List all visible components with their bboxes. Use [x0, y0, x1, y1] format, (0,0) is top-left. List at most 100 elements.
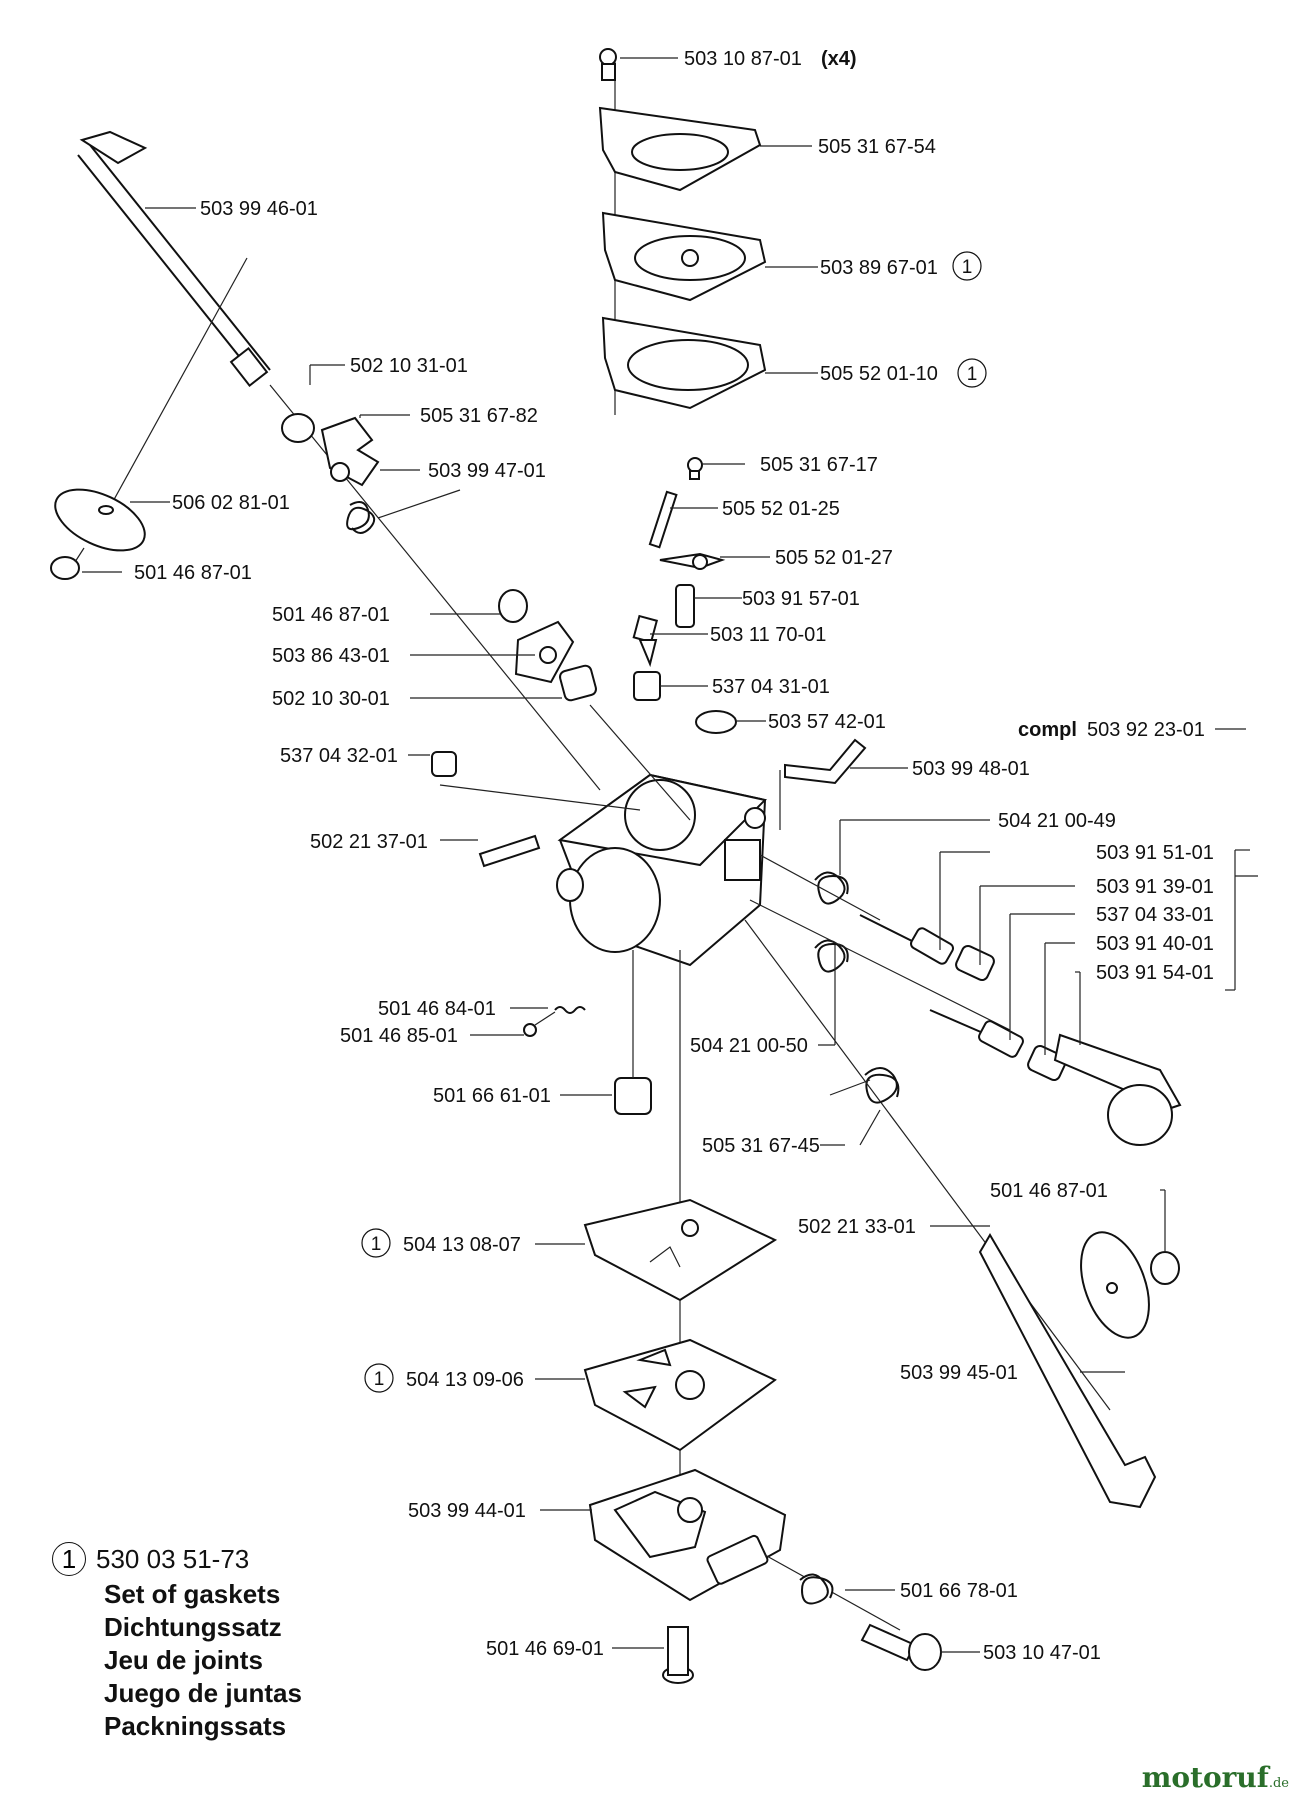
legend-name-de: Dichtungssatz	[104, 1612, 282, 1642]
label-5031087: 503 10 87-01	[684, 48, 802, 70]
small-ball-spring	[523, 1006, 586, 1037]
label-5031170: 503 11 70-01	[710, 624, 826, 646]
pivot-bracket	[514, 620, 575, 684]
bushing-left	[281, 413, 315, 443]
fuel-fitting	[779, 738, 867, 830]
pivot-screw	[498, 589, 528, 623]
label-5370433: 537 04 33-01	[1096, 904, 1214, 926]
label-5016661: 501 66 61-01	[433, 1085, 551, 1107]
label-5055201-27: 505 52 01-27	[775, 547, 893, 569]
legend-names: Set of gaskets Dichtungssatz Jeu de join…	[104, 1578, 302, 1743]
label-5039945: 503 99 45-01	[900, 1362, 1018, 1384]
pump-gasket-plate	[601, 316, 767, 410]
pump-cover-plate	[598, 106, 762, 192]
label-5039139: 503 91 39-01	[1096, 876, 1214, 898]
adjust-spring-lower	[814, 939, 849, 973]
label-quantity-x4: (x4)	[821, 48, 857, 70]
label-5039151: 503 91 51-01	[1096, 842, 1214, 864]
label-5042100-50: 504 21 00-50	[690, 1035, 808, 1057]
pin	[648, 490, 678, 549]
label-5053167-45: 505 31 67-45	[702, 1135, 820, 1157]
needle-seat	[633, 671, 661, 701]
label-5041309: 504 13 09-06	[406, 1369, 524, 1391]
screw-small-left	[50, 547, 85, 580]
legend-name-es: Juego de juntas	[104, 1678, 302, 1708]
limiter-cap-upper	[955, 945, 995, 981]
gasket-marker-num: 1	[962, 257, 973, 278]
brand-name: motoruf	[1141, 1761, 1269, 1794]
legend-header: 1 530 03 51-73	[52, 1542, 302, 1576]
label-5053167-54: 505 31 67-54	[818, 136, 936, 158]
needle-valve	[632, 614, 659, 668]
throttle-shaft	[77, 130, 271, 387]
plug	[431, 751, 457, 777]
metering-cover	[588, 1468, 787, 1602]
label-5039944: 503 99 44-01	[408, 1500, 526, 1522]
label-5022133: 502 21 33-01	[798, 1216, 916, 1238]
label-5038967: 503 89 67-01	[820, 257, 938, 279]
metering-gasket	[583, 1338, 777, 1452]
metering-diaphragm	[583, 1198, 778, 1302]
label-5014685: 501 46 85-01	[340, 1025, 458, 1047]
gasket-marker-num: 1	[371, 1234, 382, 1255]
label-5053167-17: 505 31 67-17	[760, 454, 878, 476]
washer	[695, 710, 737, 734]
label-5053167-82: 505 31 67-82	[420, 405, 538, 427]
label-5016678: 501 66 78-01	[900, 1580, 1018, 1602]
choke-shaft	[978, 1233, 1157, 1509]
label-5370431: 537 04 31-01	[712, 676, 830, 698]
label-5039948: 503 99 48-01	[912, 758, 1030, 780]
label-5039140: 503 91 40-01	[1096, 933, 1214, 955]
filter-screen	[614, 950, 652, 1115]
idle-screw	[860, 1623, 942, 1671]
throttle-lever	[320, 416, 380, 487]
leader-lines	[82, 57, 1258, 1653]
label-compl: compl	[1018, 719, 1077, 741]
gasket-marker-circle	[364, 1363, 394, 1393]
label-5014684: 501 46 84-01	[378, 998, 496, 1020]
gasket-marker-circle	[952, 251, 982, 281]
choke-lever-shaft	[1053, 1033, 1182, 1146]
pivot-bushing	[559, 664, 597, 702]
brand-tld: .de	[1268, 1776, 1289, 1791]
label-5021030: 502 10 30-01	[272, 688, 390, 710]
elbow-fitting-left	[478, 834, 541, 868]
gasket-marker-num: 1	[374, 1369, 385, 1390]
gasket-marker-num: 1	[967, 364, 978, 385]
carburetor-body	[556, 773, 768, 967]
inlet-lever	[659, 552, 726, 570]
choke-disc	[1080, 1231, 1150, 1339]
label-5055201-25: 505 52 01-25	[722, 498, 840, 520]
label-5014687-a: 501 46 87-01	[134, 562, 252, 584]
pump-diaphragm-plate	[601, 211, 767, 302]
label-5021031: 502 10 31-01	[350, 355, 468, 377]
legend-name-fr: Jeu de joints	[104, 1645, 263, 1675]
legend-name-sv: Packningssats	[104, 1711, 287, 1741]
gasket-marker-circle	[957, 358, 987, 388]
screw-lever	[687, 457, 703, 480]
label-5014669: 501 46 69-01	[486, 1638, 604, 1660]
throttle-spring	[346, 489, 461, 534]
legend-part-number: 530 03 51-73	[96, 1543, 250, 1574]
label-5060281: 506 02 81-01	[172, 492, 290, 514]
label-5039947: 503 99 47-01	[428, 460, 546, 482]
legend-name-en: Set of gaskets	[104, 1579, 281, 1609]
label-5039223: 503 92 23-01	[1087, 719, 1205, 741]
label-5041308: 504 13 08-07	[403, 1234, 521, 1256]
cover-screw-bottom	[662, 1626, 694, 1684]
label-5042100-49: 504 21 00-49	[998, 810, 1116, 832]
label-5370432: 537 04 32-01	[280, 745, 398, 767]
adjust-needle-lower	[929, 1009, 1024, 1058]
adjust-spring-upper	[814, 871, 849, 905]
brand-watermark: motoruf.de	[1142, 1761, 1289, 1794]
label-5022137: 502 21 37-01	[310, 831, 428, 853]
choke-spring	[829, 1067, 900, 1146]
label-5035742: 503 57 42-01	[768, 711, 886, 733]
label-5039157: 503 91 57-01	[742, 588, 860, 610]
label-5038643: 503 86 43-01	[272, 645, 390, 667]
gasket-marker-circle	[361, 1228, 391, 1258]
label-5014687-c: 501 46 87-01	[990, 1180, 1108, 1202]
choke-screw	[1150, 1251, 1180, 1285]
adjust-needle-upper	[859, 914, 954, 965]
